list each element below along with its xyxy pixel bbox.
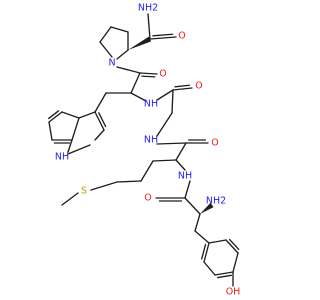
bond-ind-c3a-c4	[61, 111, 80, 119]
atom-o-pro-amide: O	[178, 31, 185, 42]
bond-ind-c7a-n	[67, 139, 73, 153]
bond-tyr-ring-1-2	[201, 243, 207, 260]
bond-met-n-co	[156, 142, 187, 145]
bond-gly-co-ca	[171, 89, 174, 114]
bonds-layer	[48, 13, 240, 287]
bond-ind-c3-c2-2	[98, 112, 107, 128]
wedge-tyr-ca-n	[200, 202, 214, 214]
bond-pro-cd-cg	[99, 26, 112, 43]
bond-trp-co-2	[141, 75, 156, 78]
bond-ind-c4-c5-2	[48, 110, 60, 120]
bond-tyr-ring-5	[225, 239, 239, 254]
atom-s-met: S	[81, 186, 87, 197]
bond-ind-c3-c3a	[78, 111, 96, 119]
bond-ind-c2-n	[94, 129, 105, 141]
bond-met-s-ce	[61, 192, 79, 206]
bond-met-cd-s	[90, 181, 118, 191]
bond-tyr-ring-6	[208, 239, 227, 244]
bond-pro-amide-co	[149, 36, 177, 40]
atom-nh-trp: NH	[144, 99, 158, 110]
bond-met-co-ca	[175, 142, 187, 161]
molecule-svg: N O NH2 O NH O NH O NH NH O NH2 S OH	[48, 3, 240, 298]
bond-trp-co	[139, 72, 158, 75]
bond-ind-c3a-c7a	[71, 117, 80, 141]
bond-tyr-ring-1	[203, 242, 210, 263]
bond-trp-ca-n	[130, 92, 147, 102]
bond-tyr-ring-5-2	[228, 238, 240, 251]
wedge-pro-ca	[128, 36, 152, 50]
atom-nh2-amide: NH2	[138, 3, 158, 14]
atom-labels-layer: N O NH2 O NH O NH O NH NH O NH2 S OH	[55, 3, 240, 298]
bond-gly-co	[172, 87, 193, 91]
molecule-structure: N O NH2 O NH O NH O NH NH O NH2 S OH	[48, 3, 240, 298]
bond-pro-n-co	[116, 66, 141, 74]
bond-met-cb-cg	[140, 160, 154, 182]
bond-tyr-ring-4	[232, 252, 239, 273]
atom-o-met-carbonyl: O	[211, 138, 218, 149]
atom-o-gly-carbonyl: O	[195, 81, 202, 92]
bond-pro-cg-cb	[110, 26, 129, 33]
atom-nh-indole: NH	[55, 152, 69, 163]
bond-trp-co-ca	[130, 72, 141, 94]
bond-tyr-ca-cb	[194, 213, 201, 232]
bond-pro-ca-n	[116, 49, 129, 60]
atom-o-pro-carbonyl: O	[159, 69, 166, 80]
bond-pro-amide-n	[147, 13, 151, 40]
bond-pro-n-cd	[99, 41, 113, 58]
bond-met-ca-n	[175, 159, 186, 171]
atom-nh-gly: NH	[144, 135, 158, 146]
atom-nh2-tyr: NH2	[206, 196, 226, 207]
bond-tyr-co-ca	[184, 197, 201, 215]
bond-ind-c4-c5	[48, 111, 63, 123]
bond-met-ca-cb	[152, 159, 177, 162]
bond-gly-ca-n	[156, 112, 173, 137]
bond-ind-n-c2b	[67, 144, 91, 155]
bond-tyr-n-co	[184, 180, 191, 199]
bond-gly-co-2	[174, 84, 191, 88]
bond-pro-amide-co-2	[152, 33, 174, 37]
bond-ind-c5-c6	[48, 121, 53, 141]
bond-tyr-cb-c1	[194, 230, 210, 244]
bond-met-cg-cd	[116, 180, 142, 183]
bond-tyr-ring-2	[203, 261, 216, 276]
atom-nh-met: NH	[178, 171, 192, 182]
bond-tyr-ring-3	[214, 271, 234, 276]
bond-gly-n-co	[156, 89, 174, 101]
atom-o-tyr-carbonyl: O	[144, 193, 151, 204]
bond-trp-cb-c3	[94, 92, 107, 113]
bond-tyr-ring-3-2	[216, 274, 233, 279]
atom-oh-tyr: OH	[226, 287, 241, 298]
bond-ind-c3-c2	[94, 111, 105, 131]
atom-n-pro: N	[108, 58, 115, 69]
